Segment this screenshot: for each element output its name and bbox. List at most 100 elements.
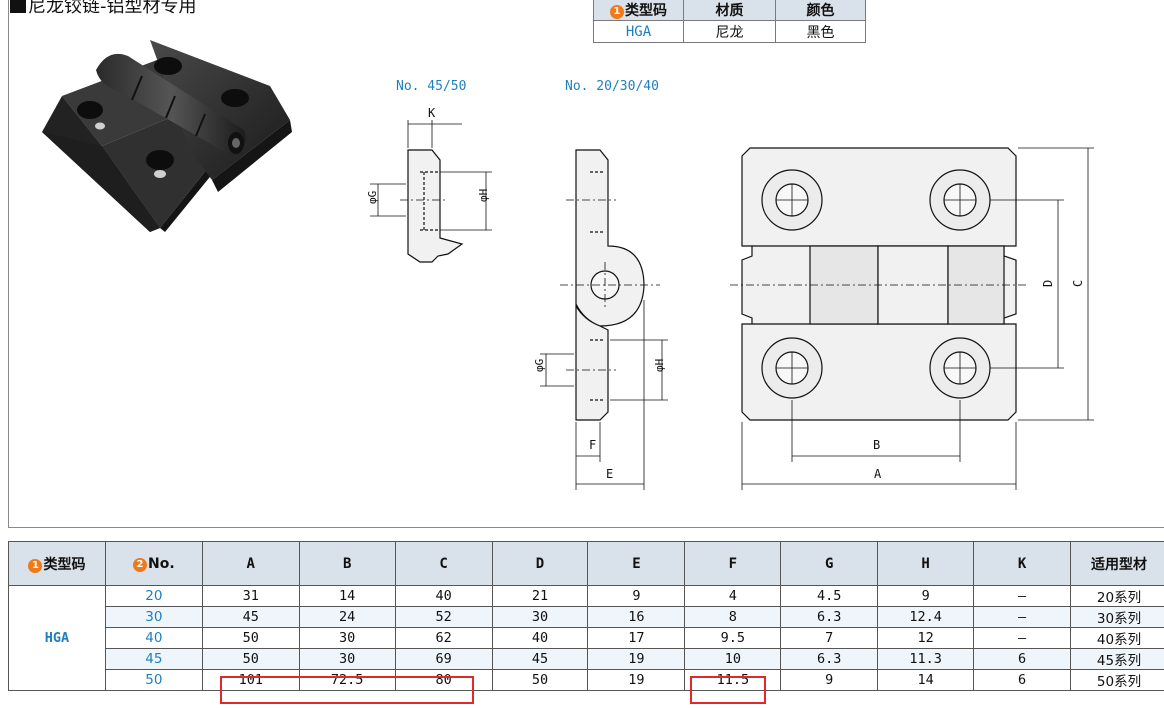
technical-drawing: K φG φH φG φH F E [42,40,1094,490]
header-K: K [973,541,1071,586]
cell-B: 30 [298,648,396,670]
cell-H: 14 [877,669,975,691]
cell-D: 45 [491,648,589,670]
cell-F: 9.5 [684,627,782,649]
cell-C: 52 [394,606,493,628]
cell-profile: 50系列 [1070,669,1164,691]
spec-type-code: HGA [593,20,684,43]
cell-E: 17 [587,627,686,649]
cell-H: 9 [877,585,975,607]
cell-H: 12.4 [877,606,975,628]
dim-D: D [1041,280,1055,287]
side-view-45-50 [370,120,492,263]
cell-E: 19 [587,648,686,670]
table-row: HGA 20 31 14 40 21 9 4 4.5 9 – 20系列 [8,585,1164,691]
dim-phiH-left: φH [477,189,490,202]
header-F: F [684,541,782,586]
cell-D: 40 [491,627,589,649]
side-view-20-30-40 [540,149,668,490]
dim-C: C [1071,280,1085,287]
cell-C: 80 [394,669,493,691]
spec-material: 尼龙 [683,20,776,43]
cell-no: 30 [104,606,203,628]
table-row: 40 50 30 62 40 17 9.5 7 12 – 40系列 [9,627,1164,649]
badge-1-icon: 1 [610,4,624,19]
header-B: B [298,541,396,586]
dim-E: E [606,467,613,481]
cell-G: 9 [780,669,879,691]
label-no-20-30-40: No. 20/30/40 [565,79,659,94]
header-H: H [877,541,975,586]
cell-profile: 20系列 [1070,585,1164,607]
cell-D: 50 [491,669,589,691]
cell-G: 6.3 [780,606,879,628]
cell-A: 101 [201,669,300,691]
cell-B: 30 [298,627,396,649]
cell-E: 9 [587,585,686,607]
cell-F: 11.5 [684,669,782,691]
product-figure-panel [8,0,1164,528]
cell-K: 6 [973,669,1071,691]
cell-H: 12 [877,627,975,649]
cell-G: 4.5 [780,585,879,607]
dim-K: K [428,106,436,120]
type-code-cell: HGA [8,585,106,691]
cell-A: 50 [201,627,300,649]
cell-C: 62 [394,627,493,649]
cell-B: 72.5 [298,669,396,691]
cell-A: 31 [201,585,300,607]
dim-phiG-right: φG [533,359,546,372]
cell-C: 69 [394,648,493,670]
spec-color: 黑色 [775,20,866,43]
cell-E: 19 [587,669,686,691]
cell-K: – [973,627,1071,649]
table-row: 30 45 24 52 30 16 8 6.3 12.4 – 30系列 [9,606,1164,628]
header-profile: 适用型材 [1070,541,1164,586]
cell-G: 7 [780,627,879,649]
cell-B: 14 [298,585,396,607]
cell-no: 20 [104,585,203,607]
badge-2-icon: 2 [133,557,148,572]
cell-K: 6 [973,648,1071,670]
cell-B: 24 [298,606,396,628]
dim-F: F [589,438,596,452]
cell-A: 50 [201,648,300,670]
dim-phiG-left: φG [366,191,379,204]
title-square-icon [10,0,26,13]
cell-K: – [973,585,1071,607]
cell-H: 11.3 [877,648,975,670]
page-title: 尼龙铰链-铝型材专用 [10,0,197,18]
table-row: 50 101 72.5 80 50 19 11.5 9 14 6 50系列 [9,669,1164,691]
cell-no: 50 [104,669,203,691]
cell-E: 16 [587,606,686,628]
hinge-photo [42,40,292,232]
header-E: E [587,541,686,586]
cell-profile: 40系列 [1070,627,1164,649]
header-G: G [780,541,879,586]
cell-D: 30 [491,606,589,628]
cell-profile: 30系列 [1070,606,1164,628]
front-view [730,147,1094,490]
cell-A: 45 [201,606,300,628]
header-C: C [394,541,493,586]
badge-1-icon: 1 [28,558,43,573]
cell-F: 4 [684,585,782,607]
cell-profile: 45系列 [1070,648,1164,670]
cell-F: 10 [684,648,782,670]
dim-B: B [873,438,880,452]
cell-D: 21 [491,585,589,607]
table-row: 45 50 30 69 45 19 10 6.3 11.3 6 45系列 [9,648,1164,670]
dim-A: A [874,467,882,481]
cell-no: 45 [104,648,203,670]
cell-F: 8 [684,606,782,628]
header-D: D [491,541,589,586]
header-A: A [201,541,300,586]
cell-C: 40 [394,585,493,607]
label-no-45-50: No. 45/50 [396,79,467,94]
